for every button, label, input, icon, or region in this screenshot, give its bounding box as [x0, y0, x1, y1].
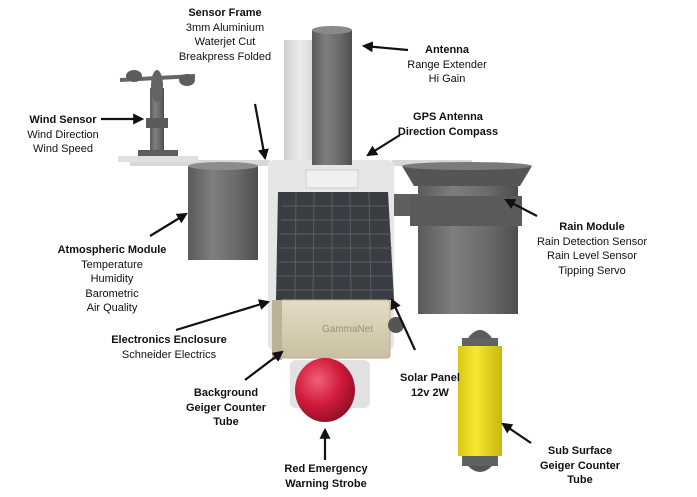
- rain-module-line-3: Tipping Servo: [558, 264, 626, 277]
- sensor-frame-line-3: Breakpress Folded: [178, 50, 272, 63]
- sub-surface-geiger-title-1: Sub Surface: [547, 445, 613, 457]
- label-rain-module: Rain Module Rain Detection Sensor Rain L…: [527, 220, 657, 278]
- background-geiger-title-2: Geiger Counter: [185, 401, 267, 414]
- sensor-frame-line-1: 3mm Aluminium: [185, 21, 265, 34]
- rain-module-graphic: [394, 162, 532, 314]
- label-antenna: Antenna Range Extender Hi Gain: [397, 43, 497, 87]
- label-electronics-enclosure: Electronics Enclosure Schneider Electric…: [104, 333, 234, 362]
- atmospheric-module-line-3: Barometric: [85, 287, 139, 300]
- label-background-geiger: Background Geiger Counter Tube: [176, 386, 276, 430]
- label-sub-surface-geiger: Sub Surface Geiger Counter Tube: [520, 444, 640, 488]
- wind-sensor-line-1: Wind Direction: [27, 128, 99, 141]
- red-strobe-title-2: Warning Strobe: [285, 477, 367, 490]
- red-strobe-title-1: Red Emergency: [284, 463, 368, 475]
- rain-module-line-2: Rain Level Sensor: [547, 250, 637, 262]
- label-gps-antenna: GPS Antenna Direction Compass: [388, 110, 508, 139]
- red-strobe-graphic: [295, 358, 355, 422]
- enclosure-logo-text: GammaNet: [322, 324, 373, 335]
- antenna-cylinder: [312, 26, 352, 165]
- background-geiger-title-3: Tube: [213, 416, 239, 428]
- sub-surface-geiger-tube-graphic: [458, 330, 502, 472]
- wind-sensor-line-2: Wind Speed: [33, 143, 93, 155]
- sub-surface-geiger-title-2: Geiger Counter: [539, 459, 621, 472]
- rain-module-line-1: Rain Detection Sensor: [536, 235, 648, 248]
- solar-panel-graphic: [276, 169, 394, 301]
- arrow-gps-antenna: [366, 134, 401, 157]
- label-red-strobe: Red Emergency Warning Strobe: [266, 462, 386, 491]
- label-wind-sensor: Wind Sensor Wind Direction Wind Speed: [18, 113, 108, 157]
- antenna-line-1: Range Extender: [407, 58, 487, 71]
- atmospheric-module-line-1: Temperature: [81, 258, 143, 271]
- atmospheric-module-cylinder: [188, 162, 258, 260]
- atmospheric-module-line-2: Humidity: [90, 273, 134, 285]
- arrow-atmospheric-module: [149, 212, 188, 237]
- atmospheric-module-line-4: Air Quality: [86, 302, 138, 314]
- antenna-title: Antenna: [425, 44, 469, 56]
- callout-arrows: [101, 41, 538, 460]
- arrow-rain-module: [504, 198, 538, 217]
- sensor-frame-title: Sensor Frame: [188, 7, 262, 19]
- rain-module-title: Rain Module: [559, 221, 625, 233]
- arrow-sensor-frame: [253, 103, 269, 161]
- arrow-solar-panel: [390, 298, 416, 351]
- arrow-electronics-enclosure: [175, 299, 271, 332]
- solar-panel-title-1: Solar Panel: [400, 372, 460, 384]
- sensor-frame-line-2: Waterjet Cut: [194, 36, 256, 48]
- atmospheric-module-title: Atmospheric Module: [57, 244, 167, 256]
- antenna-line-2: Hi Gain: [428, 73, 466, 85]
- electronics-enclosure-line-1: Schneider Electrics: [121, 348, 217, 361]
- label-sensor-frame: Sensor Frame 3mm Aluminium Waterjet Cut …: [165, 6, 285, 64]
- solar-panel-title-2: 12v 2W: [411, 386, 449, 399]
- label-solar-panel: Solar Panel 12v 2W: [390, 371, 470, 400]
- label-atmospheric-module: Atmospheric Module Temperature Humidity …: [52, 243, 172, 316]
- wind-sensor-title: Wind Sensor: [29, 114, 97, 126]
- gps-antenna-title-1: GPS Antenna: [413, 111, 483, 123]
- arrow-antenna: [361, 41, 409, 53]
- wind-sensor: [118, 70, 198, 162]
- background-geiger-title-1: Background: [193, 387, 259, 399]
- electronics-enclosure-title: Electronics Enclosure: [111, 334, 227, 346]
- sub-surface-geiger-title-3: Tube: [567, 474, 593, 486]
- arrow-background-geiger: [244, 350, 284, 381]
- gps-antenna-title-2: Direction Compass: [397, 125, 499, 138]
- arrow-sub-surface-geiger: [501, 422, 532, 444]
